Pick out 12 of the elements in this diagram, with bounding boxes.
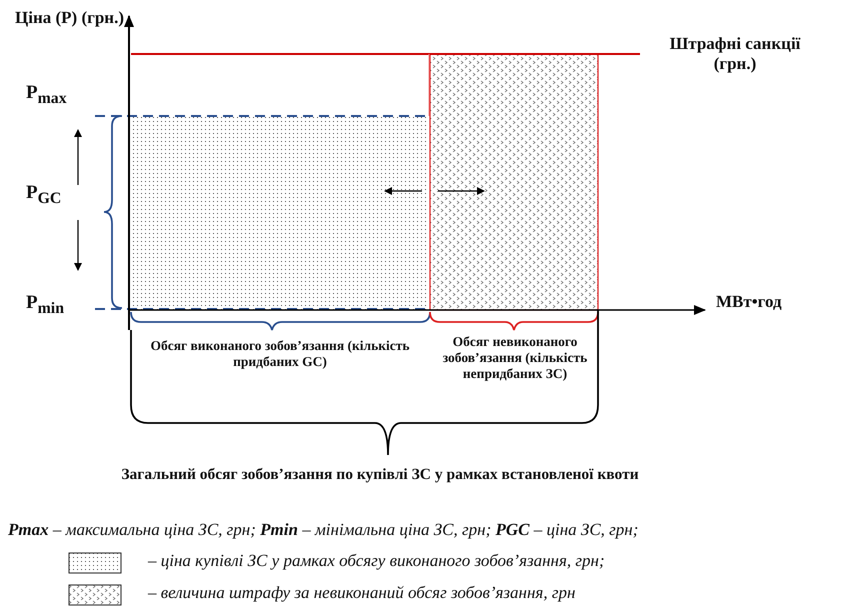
brace-label: Загальний обсяг зобов’язання по купівлі ЗС у рамках встановленої квоти (120, 466, 640, 485)
legend-text: – величина штрафу за невиконаний обсяг зобов’язання, грн (148, 583, 576, 604)
axis-tick-label: P$_{max}$ (26, 82, 68, 109)
axis-title: МВт•год (716, 292, 783, 312)
axis-tick-label: P$_{min}$ (26, 292, 65, 319)
axis-title: Ціна (Р) (грн.) (15, 8, 125, 28)
axis-title: Штрафні санкції (грн.) (668, 34, 802, 75)
note-text: Pmax – максимальна ціна ЗС, грн; Pmin – мінімальна ціна ЗС, грн; PGC – ціна ЗС, грн; (8, 520, 638, 540)
brace-label: Обсяг невиконаного зобов’язання (кількість непридбаних ЗС) (442, 334, 588, 383)
axis-tick-label: P$_{GC}$ (26, 182, 62, 209)
legend-text: – ціна купівлі ЗС у рамках обсягу виконаного зобов’язання, грн; (148, 551, 605, 572)
brace-label: Обсяг виконаного зобов’язання (кількість придбаних GC) (149, 338, 411, 370)
